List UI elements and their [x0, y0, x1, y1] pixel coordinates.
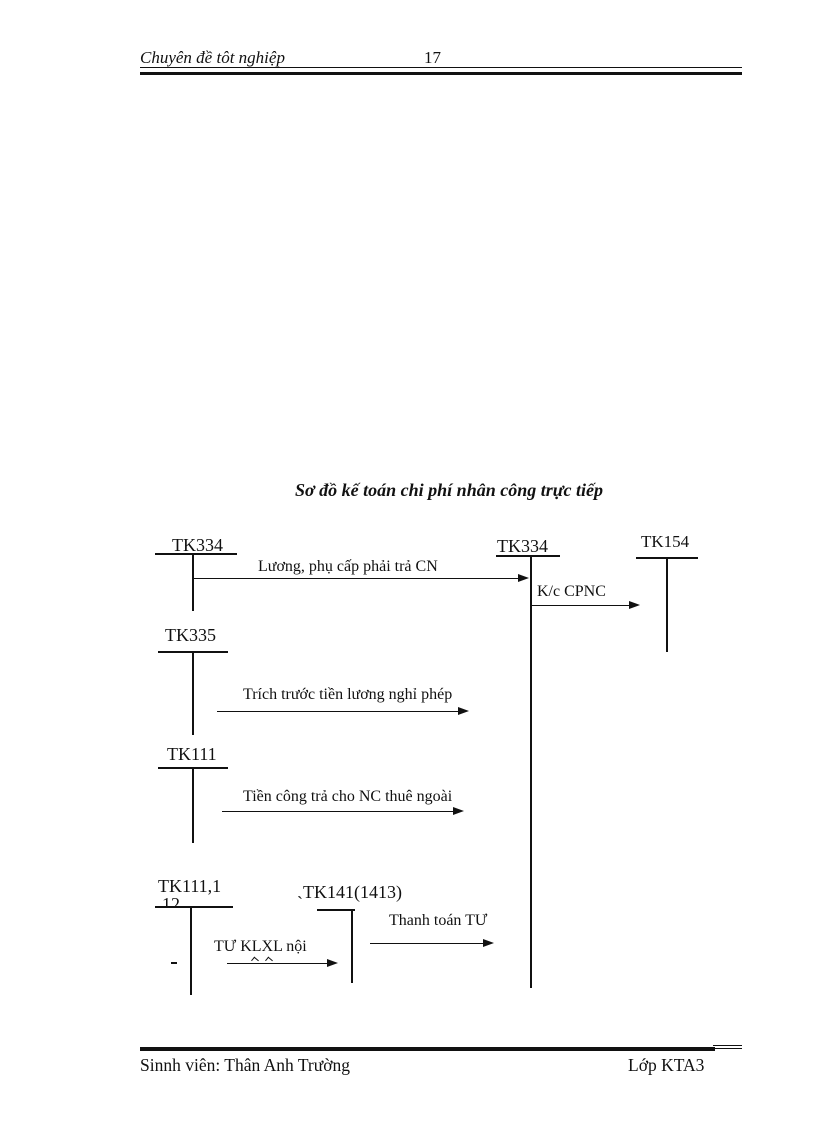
account-label-tk111-1: TK111,1 [158, 876, 222, 896]
account-label-tk141: TK141(1413) [303, 882, 402, 902]
account-label-tk111: TK111 [167, 744, 217, 764]
taccount-stem-tk334-left [192, 554, 194, 611]
arrowhead-right-icon [458, 707, 469, 715]
arrowhead-right-icon [629, 601, 640, 609]
flow-label-tu-klxl: TƯ KLXL nội [214, 938, 307, 955]
flow-label-kc-cpnc: K/c CPNC [537, 583, 606, 600]
taccount-bar-tk335 [158, 651, 228, 653]
flow-arrow-thanh-toan [370, 943, 485, 945]
footer-rule-thick [140, 1047, 715, 1051]
stray-dash-mark [171, 962, 177, 964]
taccount-bar-tk141 [317, 909, 355, 911]
footer-class-label: Lớp KTA3 [628, 1055, 705, 1075]
account-label-tk334-mid: TK334 [497, 536, 548, 556]
taccount-stem-tk335 [192, 652, 194, 735]
flow-arrow-luong-phu-cap [193, 578, 520, 580]
account-label-tk154: TK154 [641, 532, 690, 551]
flow-arrow-kc-cpnc [531, 605, 631, 607]
header-doc-title: Chuyên đề tôt nghiệp [140, 48, 285, 67]
taccount-stem-tk154 [666, 558, 668, 652]
flow-label-tien-cong: Tiền công trả cho NC thuê ngoài [243, 788, 453, 805]
flow-arrow-trich-truoc [217, 711, 460, 713]
arrowhead-right-icon [327, 959, 338, 967]
footer-rule-double [713, 1045, 742, 1049]
arrowhead-right-icon [483, 939, 494, 947]
arrowhead-right-icon [518, 574, 529, 582]
diagram-title: Sơ đồ kế toán chi phí nhân công trực tiế… [295, 480, 603, 500]
flow-label-trich-truoc: Trích trước tiền lương nghỉ phép [243, 686, 453, 703]
header-page-number: 17 [424, 48, 441, 67]
taccount-bar-tk111-1 [155, 906, 233, 908]
arrowhead-right-icon [453, 807, 464, 815]
stray-tick-mark: ` [297, 893, 303, 913]
account-label-tk335: TK335 [165, 625, 216, 645]
taccount-stem-tk111 [192, 768, 194, 843]
taccount-bar-tk111 [158, 767, 228, 769]
flow-label-thanh-toan: Thanh toán TƯ [389, 912, 488, 929]
taccount-bar-tk334-mid [496, 555, 560, 557]
account-label-tk334-left: TK334 [172, 535, 223, 555]
taccount-stem-tk334-mid [530, 556, 532, 988]
flow-arrow-tu-klxl [227, 963, 329, 965]
taccount-stem-tk141 [351, 910, 353, 983]
flow-label-luong-phu-cap: Lương, phụ cấp phải trả CN [258, 558, 438, 575]
header-rule-thin [140, 67, 742, 68]
taccount-stem-tk111-1 [190, 907, 192, 995]
flow-arrow-tien-cong [222, 811, 455, 813]
taccount-bar-tk154 [636, 557, 698, 559]
taccount-bar-tk334-left [155, 553, 237, 555]
account-label-tk111-1-clipped: 12 [162, 894, 180, 906]
footer-student-name: Sinnh viên: Thân Anh Trường [140, 1055, 350, 1075]
header-rule-thick [140, 72, 742, 75]
